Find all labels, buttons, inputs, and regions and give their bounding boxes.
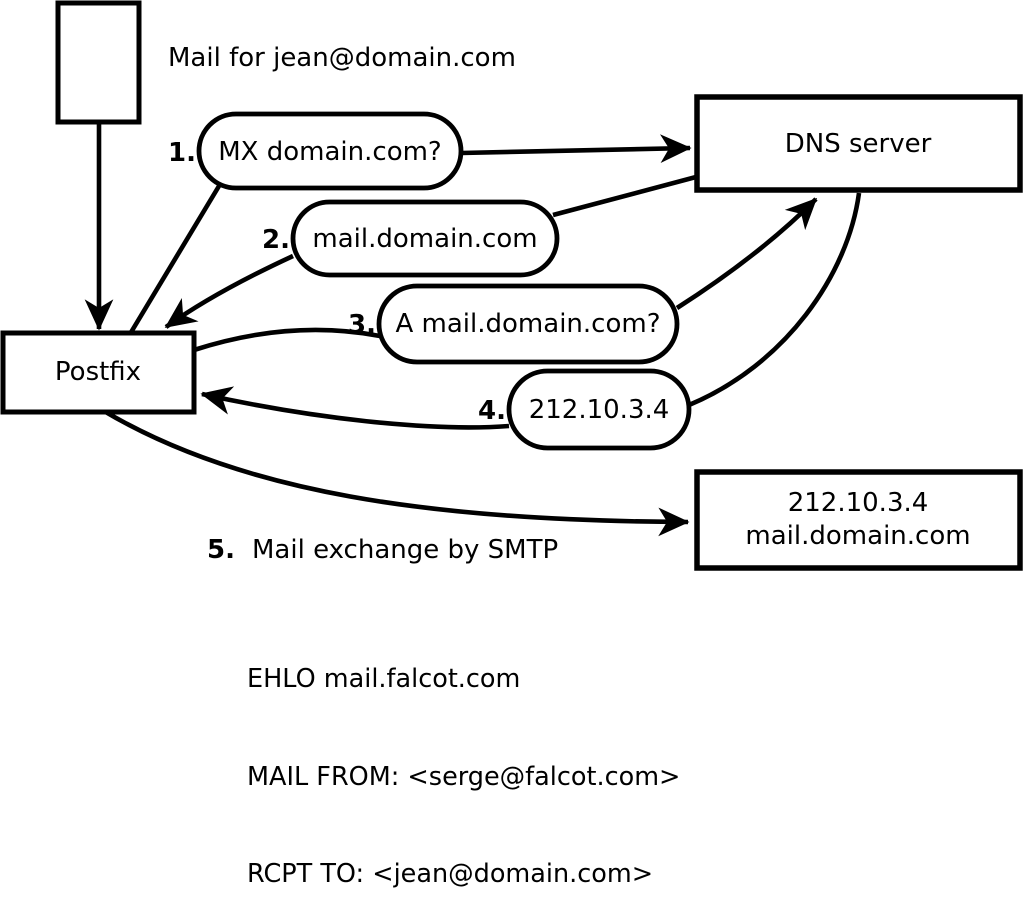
answer-a-label: 212.10.3.4 [529, 395, 670, 425]
query-mx-pill [196, 111, 464, 191]
line-dns-to-answer-mx [552, 174, 697, 218]
smtp-line: EHLO mail.falcot.com [247, 664, 521, 694]
query-a-pill [376, 283, 680, 365]
step-3-number: 3. [348, 310, 376, 340]
line-dns-to-answer-a [688, 192, 862, 408]
query-mx-label: MX domain.com? [218, 137, 441, 167]
arrow-answer-mx-to-postfix [164, 253, 294, 329]
arrow-postfix-to-mail-server [102, 409, 690, 537]
step-1-number: 1. [168, 138, 196, 168]
smtp-transcript: EHLO mail.falcot.com MAIL FROM: <serge@f… [247, 598, 680, 919]
arrow-query-a-to-dns [675, 197, 818, 310]
dns-server-node [694, 94, 1023, 193]
line-postfix-to-query-a [193, 327, 381, 353]
mail-message-box [55, 0, 142, 125]
step-5-label: Mail exchange by SMTP [252, 535, 558, 565]
arrow-answer-a-to-postfix [200, 386, 510, 430]
step-5-number: 5. [207, 535, 235, 565]
answer-mx-pill [290, 199, 560, 278]
line-postfix-to-query-mx [128, 184, 221, 336]
smtp-line: MAIL FROM: <serge@falcot.com> [247, 761, 681, 792]
answer-a-pill [506, 368, 692, 451]
arrow-query-mx-to-dns [460, 134, 692, 164]
mail-server-ip-label: 212.10.3.4 [788, 488, 929, 518]
answer-mx-label: mail.domain.com [312, 224, 537, 254]
dns-server-label: DNS server [785, 129, 932, 159]
mail-server-node [694, 469, 1023, 571]
query-a-label: A mail.domain.com? [396, 309, 661, 339]
step-4-number: 4. [478, 396, 506, 426]
postfix-node [0, 330, 197, 415]
postfix-label: Postfix [55, 357, 141, 387]
step-2-number: 2. [262, 225, 290, 255]
mail-note: Mail for jean@domain.com [168, 43, 516, 73]
mail-server-host-label: mail.domain.com [745, 521, 970, 551]
smtp-line: RCPT TO: <jean@domain.com> [247, 859, 654, 889]
